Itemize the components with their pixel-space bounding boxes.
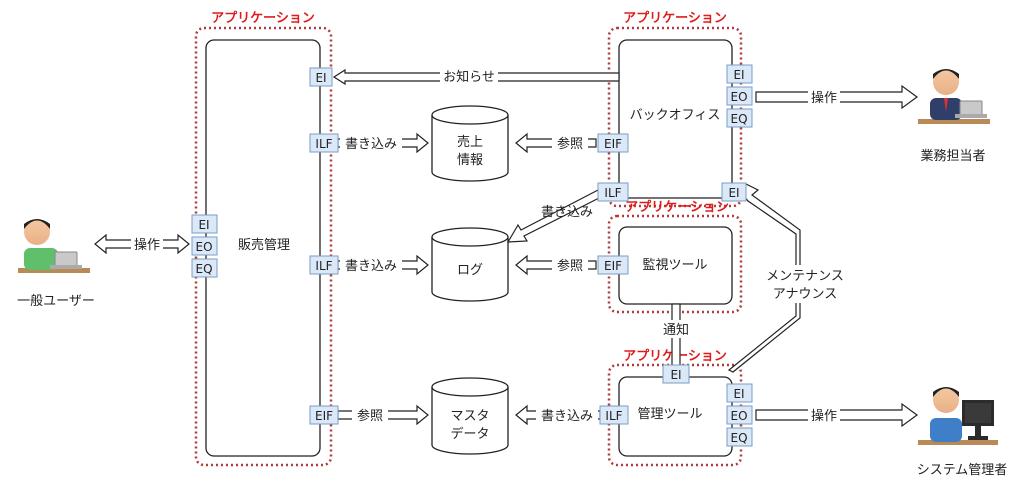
arrow-write-log-from-backoffice-label: 書き込み [541,205,593,220]
arrow-operate-sysadmin: 操作 [755,402,919,428]
svg-text:EI: EI [728,186,739,200]
svg-text:EI: EI [733,68,744,82]
arrow-write-sales-info: 書き込み [337,132,429,154]
badge-backoffice-ilf: ILF [597,182,629,202]
badge-sales-ei: EI [191,214,218,234]
badge-sales-eo: EO [191,236,218,256]
store-log: ログ [431,227,509,302]
arrow-write-log-from-backoffice: 書き込み [506,188,604,243]
system-label-admin: 管理ツール [637,407,702,422]
app-title-monitor: アプリケーション [625,200,729,215]
svg-text:EI: EI [198,218,209,232]
arrow-operate-staff: 操作 [755,84,919,110]
store-log-label: ログ [457,263,483,278]
system-label-monitor: 監視ツール [642,257,707,273]
sysadmin-icon [918,387,998,445]
badge-admin-ei: EI [726,383,753,403]
app-title-sales: アプリケーション [211,11,315,26]
arrow-ref-master-label: 参照 [357,408,383,424]
store-sales-info-line2: 情報 [457,153,483,168]
svg-text:EI: EI [315,71,326,85]
arrow-ref-sales-info-label: 参照 [557,136,583,152]
badge-backoffice-ei: EI [726,64,753,84]
badge-backoffice-eif: EIF [597,133,629,153]
actor-label-staff: 業務担当者 [920,148,985,164]
arrow-write-log-label: 書き込み [345,259,397,274]
svg-text:EO: EO [730,409,747,423]
arrow-notify-label: 通知 [663,322,689,338]
arrow-notice: お知らせ [332,68,620,86]
badge-sales-eq: EQ [191,258,218,278]
badge-backoffice-eq: EQ [726,108,753,128]
svg-text:EQ: EQ [730,112,747,126]
actor-label-user: 一般ユーザー [17,293,95,309]
store-master: マスタ データ [431,377,509,455]
svg-text:EI: EI [733,387,744,401]
arrow-maintenance: メンテナンス アナウンス [727,183,848,373]
svg-text:EO: EO [730,90,747,104]
arrow-write-log: 書き込み [337,254,429,276]
arrow-ref-log-label: 参照 [557,258,583,274]
svg-text:ILF: ILF [315,137,332,151]
badge-sales-eif: EIF [309,405,339,425]
svg-text:EIF: EIF [604,137,622,151]
app-title-backoffice: アプリケーション [623,11,727,26]
svg-text:EIF: EIF [604,259,622,273]
arrow-operate-sysadmin-label: 操作 [811,408,837,424]
store-master-line1: マスタ [450,409,489,424]
system-label-backoffice: バックオフィス [630,108,721,123]
svg-text:EI: EI [670,368,681,382]
arrow-write-master: 書き込み [515,404,601,426]
arrow-operate-staff-label: 操作 [811,90,837,106]
arrow-notice-label: お知らせ [443,69,495,85]
badge-admin-eq: EQ [726,427,753,447]
app-group-backoffice [607,26,743,208]
svg-text:ILF: ILF [315,259,332,273]
arrow-maintenance-label-2: アナウンス [773,287,837,302]
arrow-ref-master: 参照 [337,404,429,426]
svg-text:EO: EO [195,240,212,254]
svg-text:ILF: ILF [604,186,621,200]
arrow-operate-user-label: 操作 [134,237,160,253]
arrow-maintenance-label-1: メンテナンス [766,269,844,284]
svg-text:EQ: EQ [195,262,212,276]
arrow-ref-log: 参照 [515,254,597,276]
badge-backoffice-ei-bottom: EI [721,182,747,202]
svg-text:EIF: EIF [315,409,333,423]
user-icon [18,219,90,273]
arrow-operate-user: 操作 [94,233,190,255]
badge-backoffice-eo: EO [726,86,753,106]
arrow-write-sales-info-label: 書き込み [345,137,397,152]
badge-monitor-eif: EIF [597,255,629,275]
badge-admin-ilf: ILF [599,405,629,425]
badge-admin-eo: EO [726,405,753,425]
badge-sales-ilf-1: ILF [309,133,339,153]
badge-admin-ei-top: EI [662,364,690,384]
badge-sales-ilf-2: ILF [309,255,339,275]
actor-label-sysadmin: システム管理者 [917,463,1008,478]
arrow-write-master-label: 書き込み [541,409,593,424]
store-master-line2: データ [450,426,489,442]
arrow-ref-sales-info: 参照 [515,132,597,154]
store-sales-info-line1: 売上 [457,134,483,150]
svg-text:ILF: ILF [605,409,622,423]
svg-text:EQ: EQ [730,431,747,445]
store-sales-info: 売上 情報 [431,105,509,182]
badge-sales-ei-top: EI [309,67,333,87]
system-label-sales: 販売管理 [238,237,290,253]
staff-icon [918,69,990,124]
